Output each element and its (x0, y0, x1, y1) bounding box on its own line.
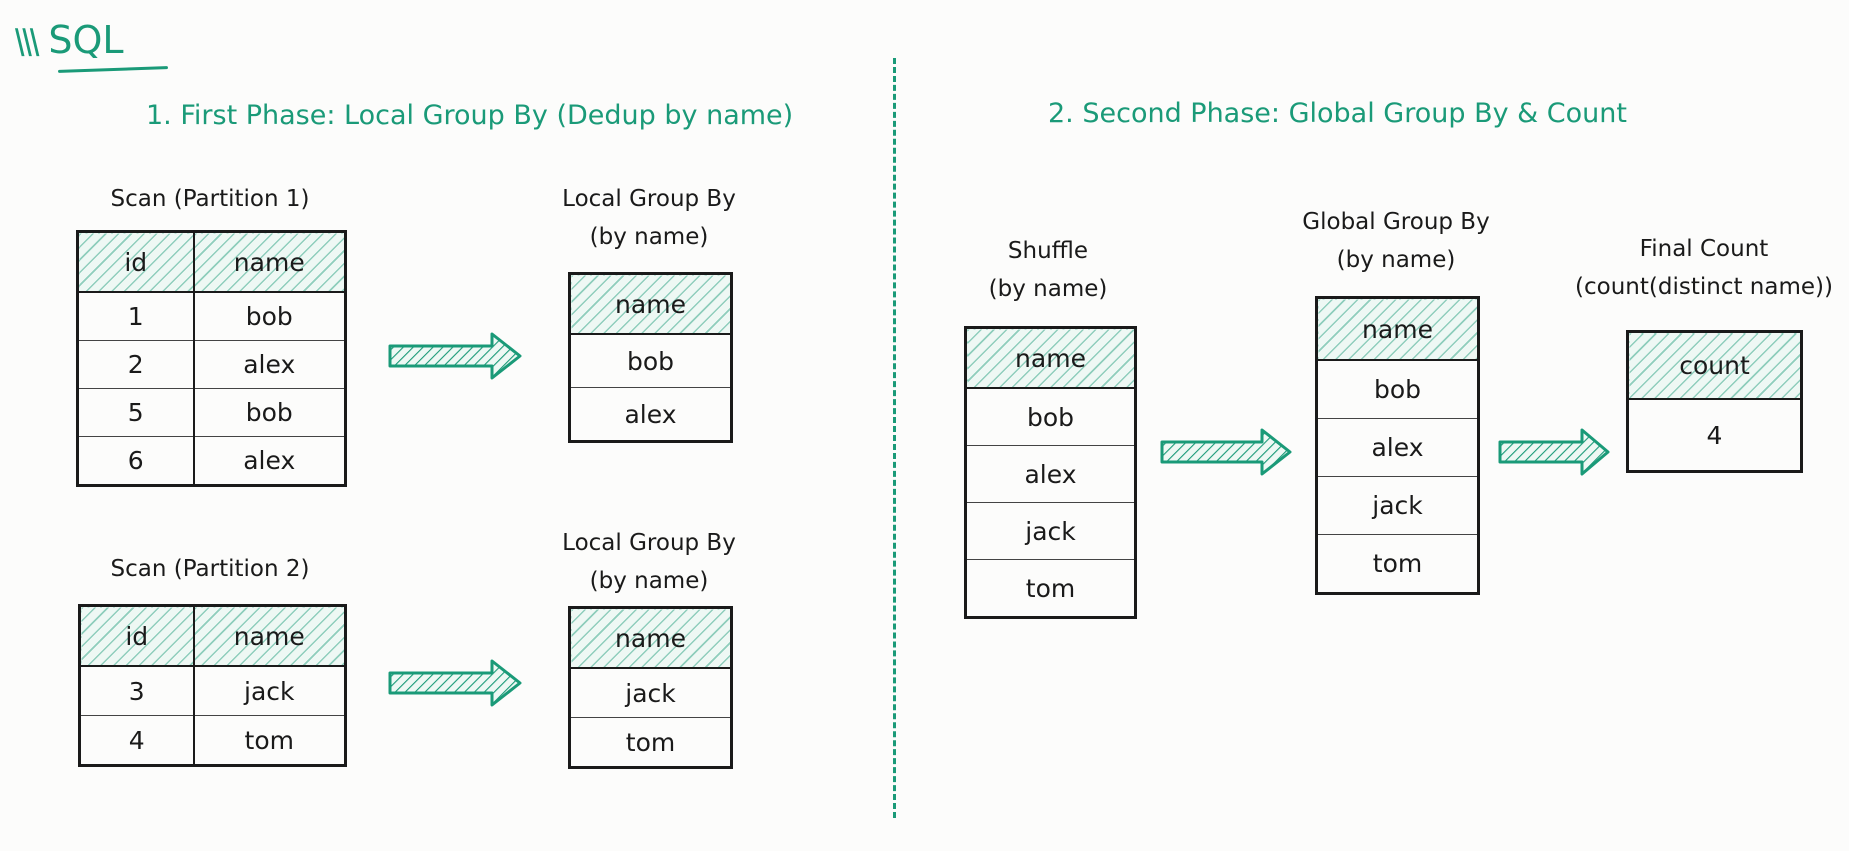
table-header-row: name (569, 607, 732, 669)
logo-underline (57, 66, 169, 73)
scan1-caption: Scan (Partition 1) (110, 186, 310, 212)
table-cell: alex (1316, 418, 1479, 477)
arrow-shape (1498, 428, 1610, 476)
table-cell: tom (965, 559, 1136, 618)
table-row: jack (569, 667, 732, 718)
table-cell: jack (1316, 476, 1479, 535)
table-header-row: count (1627, 331, 1802, 400)
table-cell: bob (965, 387, 1136, 446)
table-header-row: name (965, 327, 1136, 389)
table-cell: alex (965, 445, 1136, 503)
logo-mark: \\\ (12, 22, 38, 62)
global-caption-line2: (by name) (1336, 247, 1456, 273)
global-caption-line1: Global Group By (1302, 209, 1490, 235)
column-header-count: count (1627, 331, 1802, 400)
table-cell: jack (193, 665, 346, 716)
logo: \\\ SQL (12, 18, 124, 62)
local2-caption-line1: Local Group By (562, 530, 736, 556)
table-row: jack (965, 502, 1136, 560)
table-cell: alex (193, 436, 346, 486)
arrow-local2 (388, 659, 522, 707)
table-cell: jack (569, 667, 732, 718)
phase2-title: 2. Second Phase: Global Group By & Count (1048, 98, 1627, 129)
table-cell: alex (193, 340, 346, 389)
table-cell: 4 (1627, 398, 1802, 472)
table-cell: bob (193, 291, 346, 341)
scan2-caption: Scan (Partition 2) (110, 556, 310, 582)
column-header-name: name (193, 231, 346, 293)
column-header-name: name (1316, 297, 1479, 361)
table-row: bob (965, 387, 1136, 446)
global-caption: Global Group By (by name) (1302, 203, 1489, 279)
column-header-id: id (77, 231, 195, 293)
shuffle-caption: Shuffle (by name) (989, 232, 1108, 308)
arrow-local1 (388, 332, 522, 380)
local1-caption-line2: (by name) (589, 224, 709, 250)
table-cell: 6 (77, 436, 195, 486)
table-cell: tom (1316, 534, 1479, 594)
table-cell: 3 (79, 665, 195, 716)
table-row: bob (1316, 359, 1479, 419)
table-row: jack (1316, 476, 1479, 535)
table-cell: 2 (77, 340, 195, 389)
local2-caption-line2: (by name) (589, 568, 709, 594)
logo-text: SQL (48, 18, 124, 62)
table-cell: 5 (77, 388, 195, 437)
table-cell: tom (193, 715, 346, 766)
column-header-id: id (79, 605, 195, 667)
shuffle-caption-line2: (by name) (988, 276, 1108, 302)
arrow-shape (388, 659, 522, 707)
column-header-name: name (965, 327, 1136, 389)
table-cell: bob (193, 388, 346, 437)
column-header-name: name (193, 605, 346, 667)
arrow-shape (1160, 428, 1292, 476)
table-cell: alex (569, 387, 732, 442)
table-row: alex (569, 387, 732, 442)
table-row: alex (1316, 418, 1479, 477)
final-caption-line1: Final Count (1639, 236, 1769, 262)
table-cell: bob (1316, 359, 1479, 419)
final-caption: Final Count (count(distinct name)) (1575, 230, 1833, 306)
table-cell: 4 (79, 715, 195, 766)
shuffle-caption-line1: Shuffle (1007, 238, 1089, 264)
local1-caption-line1: Local Group By (562, 186, 736, 212)
table-cell: tom (569, 717, 732, 768)
phase-divider (893, 58, 896, 818)
table-row: bob (569, 333, 732, 388)
arrow-shape (388, 332, 522, 380)
table-row: tom (965, 559, 1136, 618)
table-header-row: name (1316, 297, 1479, 361)
phase1-title: 1. First Phase: Local Group By (Dedup by… (146, 100, 794, 131)
column-header-name: name (569, 607, 732, 669)
table-row: tom (1316, 534, 1479, 594)
local1-caption: Local Group By (by name) (562, 180, 736, 256)
table-header-row: name (569, 273, 732, 335)
local2-caption: Local Group By (by name) (562, 524, 736, 600)
table-cell: bob (569, 333, 732, 388)
table-cell: 1 (77, 291, 195, 341)
table-row: tom (569, 717, 732, 768)
table-row: 4 (1627, 398, 1802, 472)
arrow-global (1160, 428, 1292, 476)
arrow-final (1498, 428, 1610, 476)
final-caption-line2: (count(distinct name)) (1575, 274, 1833, 300)
table-row: alex (965, 445, 1136, 503)
column-header-name: name (569, 273, 732, 335)
table-cell: jack (965, 502, 1136, 560)
